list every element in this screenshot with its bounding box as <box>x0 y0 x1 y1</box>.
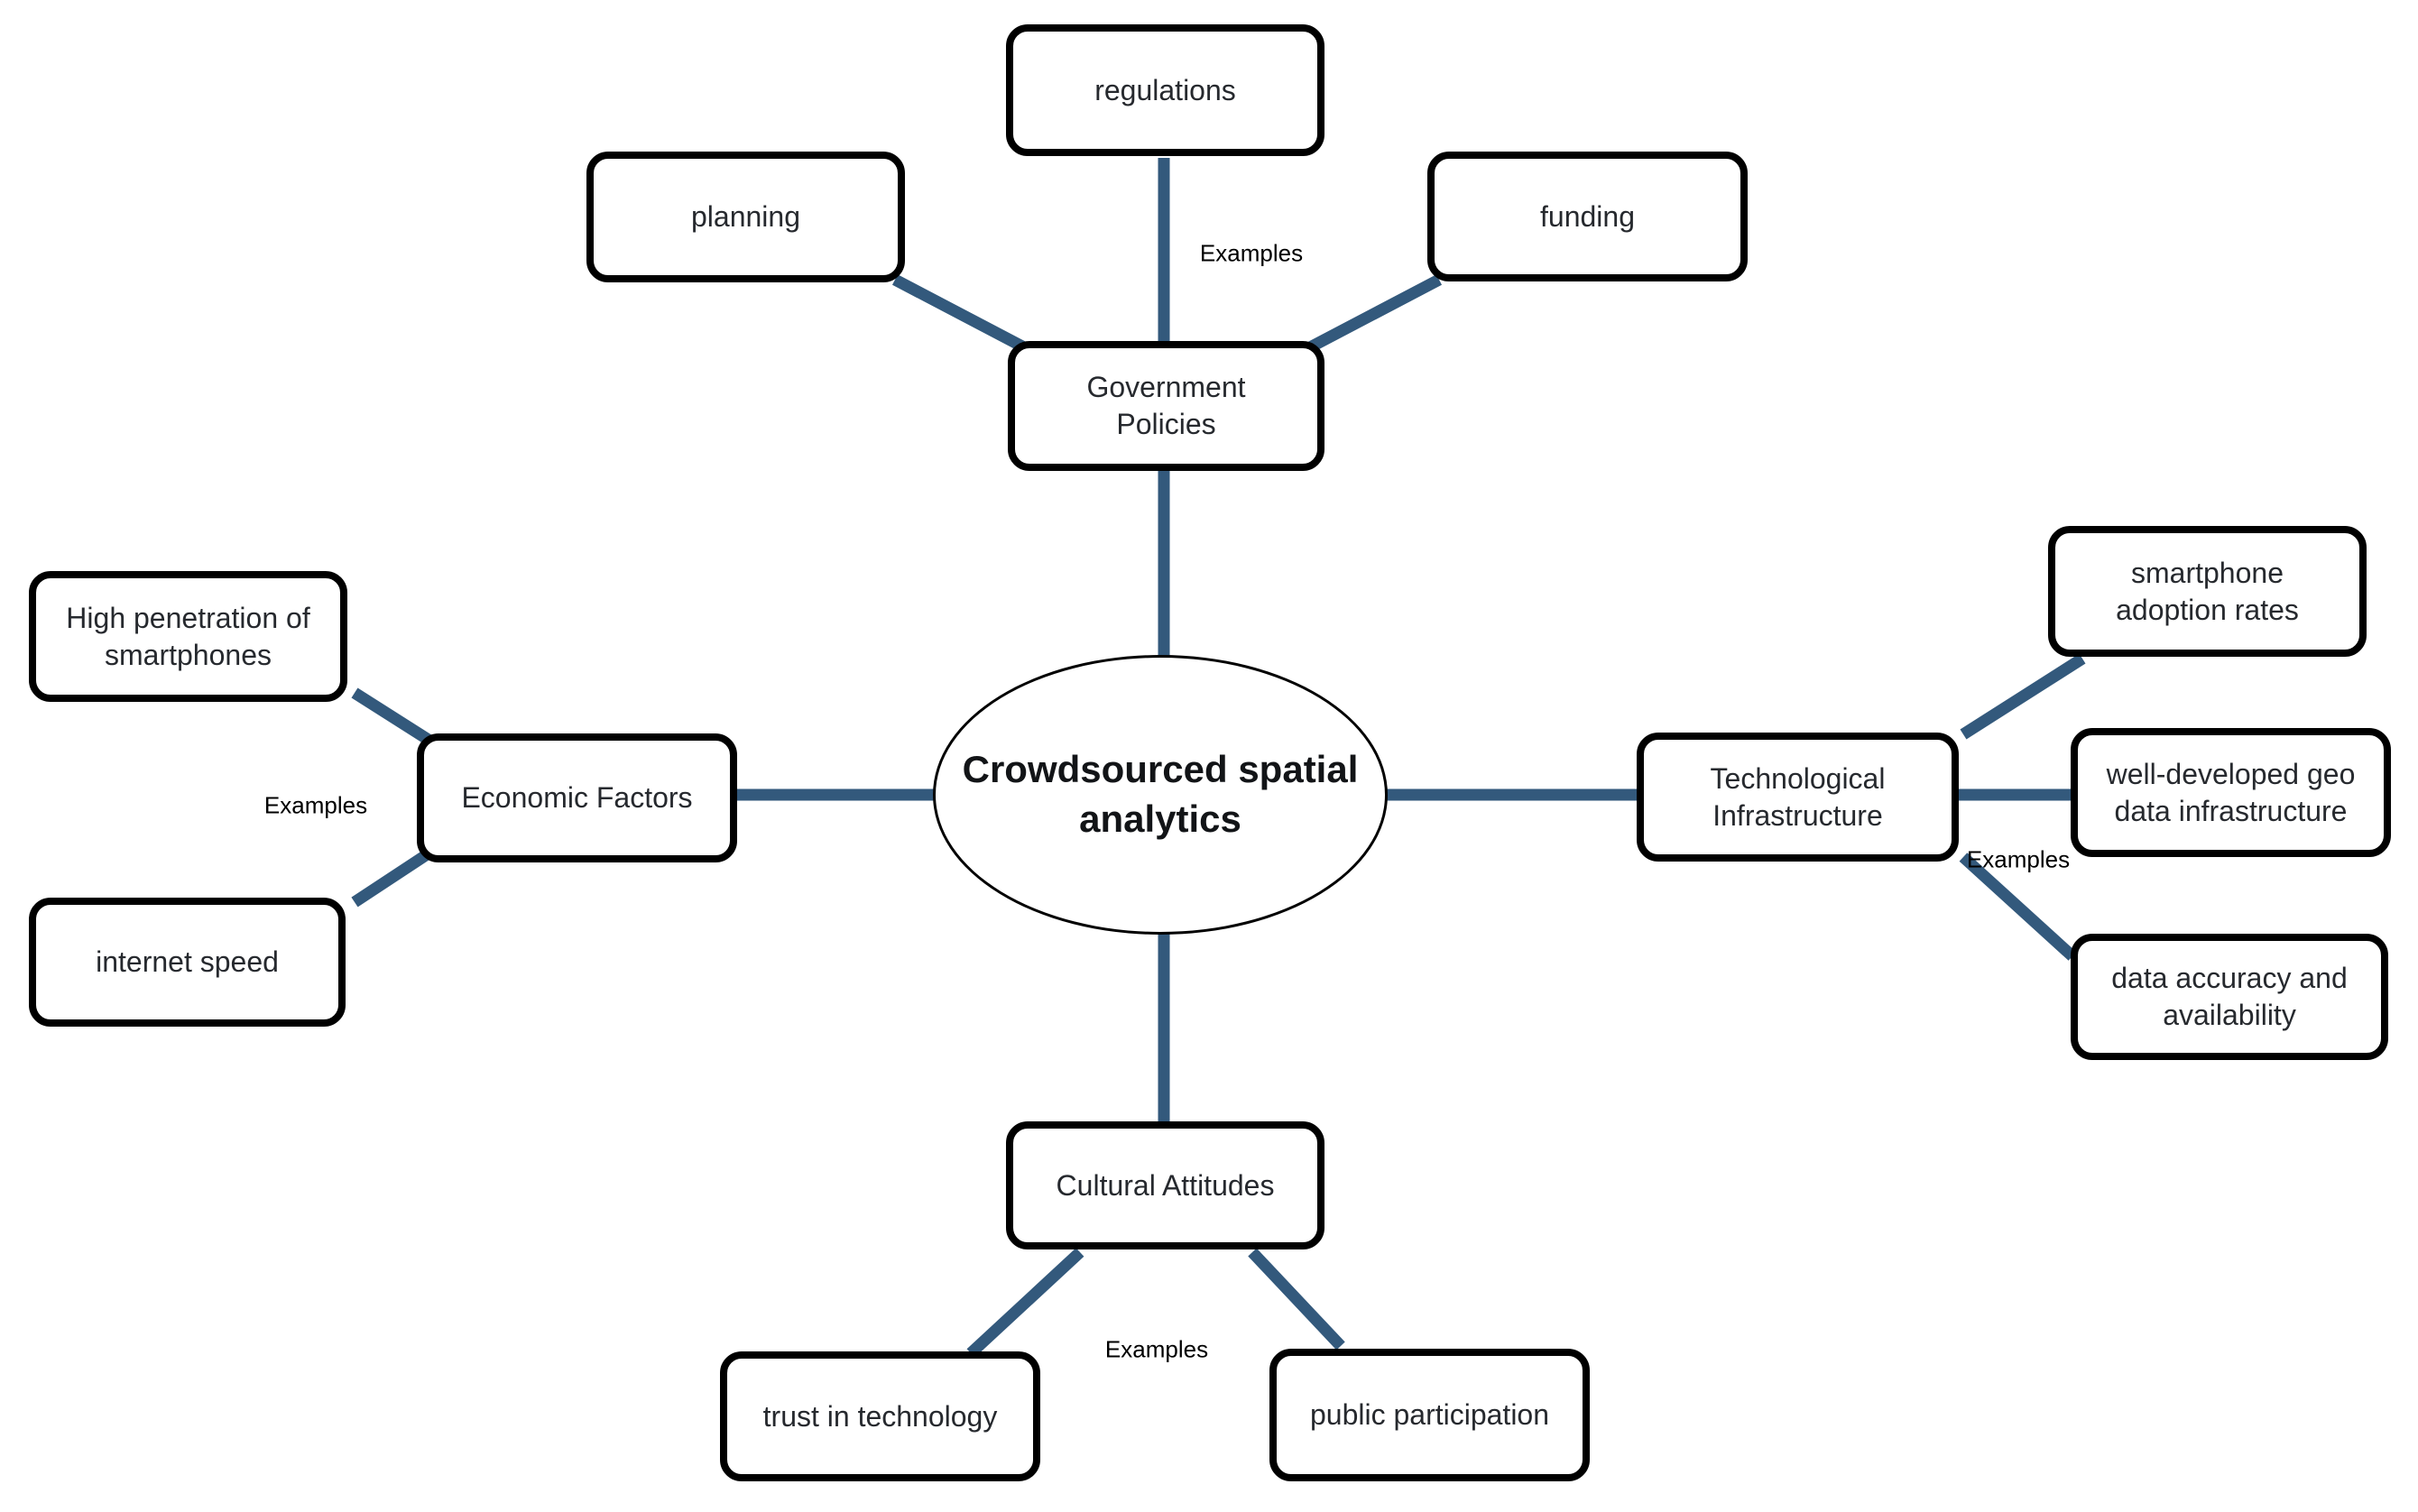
central-topic-label: Crowdsourced spatial analytics <box>962 748 1359 840</box>
node-geo-data-infrastructure: well-developed geo data infrastructure <box>2071 728 2391 857</box>
edge-cultural-attitudes-public-participation <box>1248 1248 1345 1351</box>
edge-label-examples-left: Examples <box>263 791 368 819</box>
node-label: regulations <box>1094 73 1236 106</box>
edge-technological-infrastructure-smartphone-adoption <box>1960 653 2086 740</box>
node-label: Cultural Attitudes <box>1056 1168 1275 1202</box>
node-smartphone-adoption-rates: smartphone adoption rates <box>2048 526 2367 657</box>
edge-planning-government-policies <box>891 274 1028 353</box>
node-economic-factors: Economic Factors <box>417 733 737 862</box>
edge-technological-infrastructure-data-accuracy <box>1959 853 2077 961</box>
edge-internet-speed-economic-factors <box>351 846 435 908</box>
edge-label-examples-bottom: Examples <box>1104 1335 1209 1363</box>
edge-label-examples-top: Examples <box>1199 239 1304 267</box>
node-label: Economic Factors <box>461 781 693 815</box>
node-technological-infrastructure: Technological Infrastructure <box>1637 733 1959 862</box>
node-label: smartphone adoption rates <box>2116 556 2299 626</box>
node-central-topic: Crowdsourced spatial analytics <box>933 655 1388 935</box>
edge-funding-government-policies <box>1306 274 1443 353</box>
edge-cultural-attitudes-trust <box>966 1248 1084 1358</box>
node-label: High penetration of smartphones <box>66 601 310 671</box>
edge-high-penetration-economic-factors <box>351 687 435 747</box>
edge-label-examples-right: Examples <box>1966 845 2071 873</box>
node-data-accuracy-availability: data accuracy and availability <box>2071 934 2388 1060</box>
node-label: trust in technology <box>762 1399 998 1433</box>
node-public-participation: public participation <box>1269 1349 1590 1481</box>
node-label: public participation <box>1309 1398 1550 1432</box>
node-label: funding <box>1540 199 1635 233</box>
node-internet-speed: internet speed <box>29 898 346 1027</box>
node-label: Technological Infrastructure <box>1710 761 1886 832</box>
node-label: planning <box>691 200 800 234</box>
node-planning: planning <box>586 152 905 282</box>
node-trust-in-technology: trust in technology <box>720 1351 1040 1481</box>
node-label: internet speed <box>96 945 279 979</box>
node-high-penetration-of-smartphones: High penetration of smartphones <box>29 571 347 702</box>
node-label: data accuracy and availability <box>2111 962 2348 1031</box>
node-label: well-developed geo data infrastructure <box>2106 757 2356 827</box>
node-cultural-attitudes: Cultural Attitudes <box>1006 1121 1324 1249</box>
node-label: Government Policies <box>1086 371 1246 440</box>
node-government-policies: Government Policies <box>1008 341 1324 471</box>
node-regulations: regulations <box>1006 24 1324 156</box>
node-funding: funding <box>1427 152 1748 281</box>
